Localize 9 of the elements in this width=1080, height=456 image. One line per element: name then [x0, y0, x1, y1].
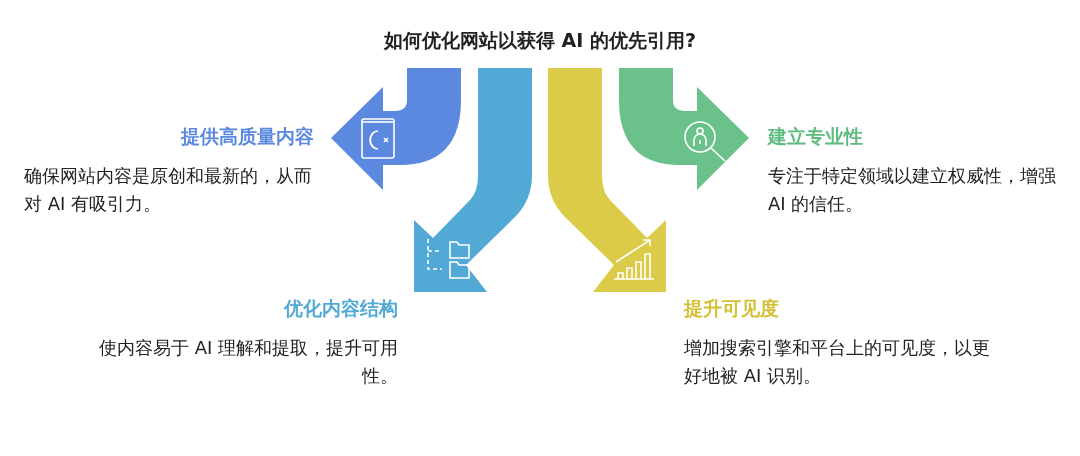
heading: 提供高质量内容 — [179, 124, 314, 148]
description: 专注于特定领域以建立权威性，增强 AI 的信任。 — [768, 164, 1057, 216]
title: 如何优化网站以获得 AI 的优先引用? — [383, 28, 697, 53]
heading: 建立专业性 — [768, 124, 864, 148]
description: 确保网站内容是原创和最新的，从而对 AI 有吸引力。 — [24, 164, 313, 216]
heading: 优化内容结构 — [282, 296, 398, 320]
description: 使内容易于 AI 理解和提取，提升可用性。 — [97, 336, 398, 388]
description: 增加搜索引擎和平台上的可见度，以更好地被 AI 识别。 — [684, 336, 991, 388]
heading: 提升可见度 — [684, 296, 780, 320]
